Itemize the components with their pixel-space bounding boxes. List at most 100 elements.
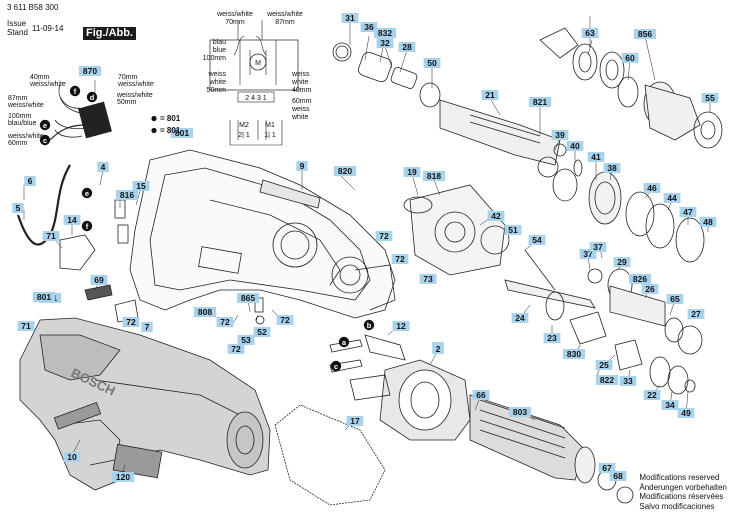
letter-marker <box>81 220 93 232</box>
callout-box <box>63 452 81 462</box>
callout-c23: 23 <box>543 333 561 343</box>
callout-label: 120 <box>116 472 130 482</box>
callout-label: 71 <box>46 231 56 241</box>
callout-c52: 52 <box>253 327 271 337</box>
schematic-left-b-label: weiss <box>207 71 226 78</box>
callout-box <box>595 360 613 370</box>
gearbox-housing <box>409 184 506 276</box>
callout-box <box>346 416 364 426</box>
note-line-de: Änderungen vorbehalten <box>639 482 727 492</box>
callout-c55: 55 <box>701 93 719 103</box>
letter-marker <box>39 134 51 146</box>
callout-box <box>227 344 245 354</box>
schematic-top-left-label: weiss/white <box>216 11 253 18</box>
letter-marker <box>39 119 51 131</box>
callout-box <box>551 130 569 140</box>
callout-box <box>403 167 421 177</box>
callout-c41: 41 <box>587 152 605 162</box>
callout-box <box>237 335 255 345</box>
callout-label: 72 <box>379 231 389 241</box>
callout-c73: 73 <box>419 274 437 284</box>
callout-box <box>613 257 631 267</box>
callout-c37a: 37 <box>579 249 597 259</box>
wire-label: weiss/white <box>29 81 66 88</box>
callout-label: 9 <box>300 161 305 171</box>
spindle-tube <box>439 99 561 166</box>
callout-label: 4 <box>101 162 106 172</box>
callout-c48: 48 <box>699 217 717 227</box>
schematic-m2-label: M2 <box>239 122 249 129</box>
wire-label: weiss/white <box>7 102 44 109</box>
callout-label: 803 <box>513 407 527 417</box>
callout-box <box>481 90 499 100</box>
letter-marker-label: a <box>342 338 347 347</box>
callout-c856: 856 <box>633 29 657 39</box>
letter-marker <box>363 319 375 331</box>
callout-label: 49 <box>681 408 691 418</box>
wire-label: 87mm <box>8 95 28 102</box>
callout-label: 54 <box>532 235 542 245</box>
callout-c820: 820 <box>333 166 357 176</box>
callout-c51: 51 <box>504 225 522 235</box>
callout-box <box>90 275 108 285</box>
callout-c19: 19 <box>403 167 421 177</box>
callout-c53: 53 <box>237 335 255 345</box>
callout-label: 31 <box>345 13 355 23</box>
modifications-note: Modifications reserved Änderungen vorbeh… <box>639 473 727 511</box>
callout-label: 856 <box>638 29 652 39</box>
callout-box <box>419 274 437 284</box>
callout-label: 832 <box>378 28 392 38</box>
callout-label: 2 <box>436 344 441 354</box>
callout-label: 66 <box>476 390 486 400</box>
wire-label: blau/blue <box>8 120 37 127</box>
callout-box <box>122 317 140 327</box>
callout-box <box>333 166 357 176</box>
bullet-dot <box>151 115 157 122</box>
wire-label: 100mm <box>8 113 32 120</box>
letter-marker-label: c <box>334 362 338 371</box>
callout-box <box>170 128 194 138</box>
callout-box <box>216 317 234 327</box>
callout-c71b: 71 <box>17 321 35 331</box>
callout-box <box>679 207 697 217</box>
callout-box <box>32 292 56 302</box>
stand-label: Stand <box>7 28 28 37</box>
callout-box <box>543 333 561 343</box>
callout-c28: 28 <box>398 42 416 52</box>
callout-box <box>595 375 619 385</box>
callout-label: 24 <box>515 313 525 323</box>
housing-half <box>129 149 396 319</box>
callout-c15: 15 <box>132 181 150 191</box>
issue-label: Issue <box>7 19 27 28</box>
callout-c34: 34 <box>661 400 679 410</box>
callout-box <box>422 171 446 181</box>
callout-label: 26 <box>645 284 655 294</box>
callout-box <box>603 163 621 173</box>
callout-c72f: 72 <box>276 315 294 325</box>
callout-c25: 25 <box>595 360 613 370</box>
callout-label: 39 <box>555 130 565 140</box>
callout-box <box>141 322 153 332</box>
callout-c39: 39 <box>551 130 569 140</box>
wire-label: weiss/white <box>117 81 154 88</box>
callout-label: 73 <box>423 274 433 284</box>
note-line-fr: Modifications réservées <box>639 492 724 501</box>
callout-c818: 818 <box>422 171 446 181</box>
letter-marker <box>330 360 342 372</box>
callout-label: 34 <box>665 400 675 410</box>
callout-label: 22 <box>647 390 657 400</box>
callout-box <box>661 400 679 410</box>
schematic-top-left-label: 70mm <box>225 19 245 26</box>
callout-label: 808 <box>198 307 212 317</box>
letter-marker-label: d <box>90 93 95 102</box>
callout-c5: 5 <box>12 203 24 213</box>
callout-label: 870 <box>83 66 97 76</box>
callout-box <box>111 472 135 482</box>
callout-c821: 821 <box>528 97 552 107</box>
letter-marker <box>338 336 350 348</box>
callout-c24: 24 <box>511 313 529 323</box>
callout-label: 801 <box>175 128 189 138</box>
callout-box <box>619 376 637 386</box>
callout-c72d: 72 <box>216 317 234 327</box>
